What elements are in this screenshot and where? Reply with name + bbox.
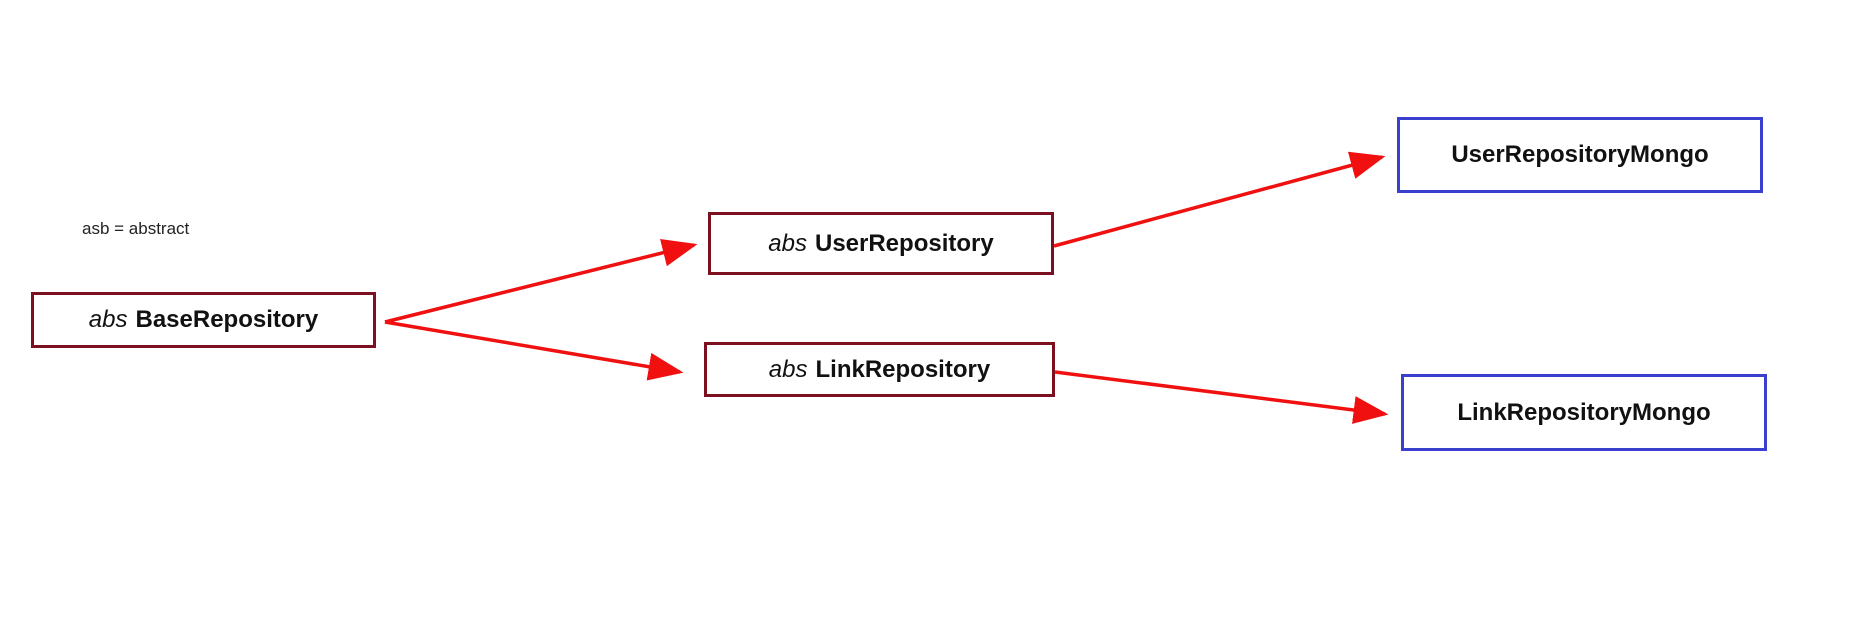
node-name: BaseRepository <box>135 306 319 333</box>
legend-note: asb = abstract <box>82 219 190 238</box>
edge-link-to-linkmongo-arrow <box>1054 370 1389 424</box>
edge-user-to-usermongo-arrow <box>1053 151 1386 248</box>
abstract-keyword: abs <box>768 355 808 383</box>
node-name: LinkRepositoryMongo <box>1457 398 1711 426</box>
abstract-keyword: abs <box>768 229 807 257</box>
node-link-repository-mongo[interactable]: LinkRepositoryMongo <box>1401 374 1767 451</box>
node-name: UserRepositoryMongo <box>1451 141 1709 168</box>
node-base-repository[interactable]: abs BaseRepository <box>31 292 376 348</box>
node-user-repository[interactable]: abs UserRepository <box>708 212 1054 275</box>
node-link-repository[interactable]: abs LinkRepository <box>704 342 1055 397</box>
edge-base-to-user-arrow <box>384 239 698 324</box>
node-user-repository-mongo[interactable]: UserRepositoryMongo <box>1397 117 1763 193</box>
edge-base-to-link-arrow <box>384 320 684 381</box>
abstract-keyword: abs <box>88 306 128 333</box>
node-name: LinkRepository <box>815 355 991 383</box>
node-name: UserRepository <box>814 229 994 257</box>
